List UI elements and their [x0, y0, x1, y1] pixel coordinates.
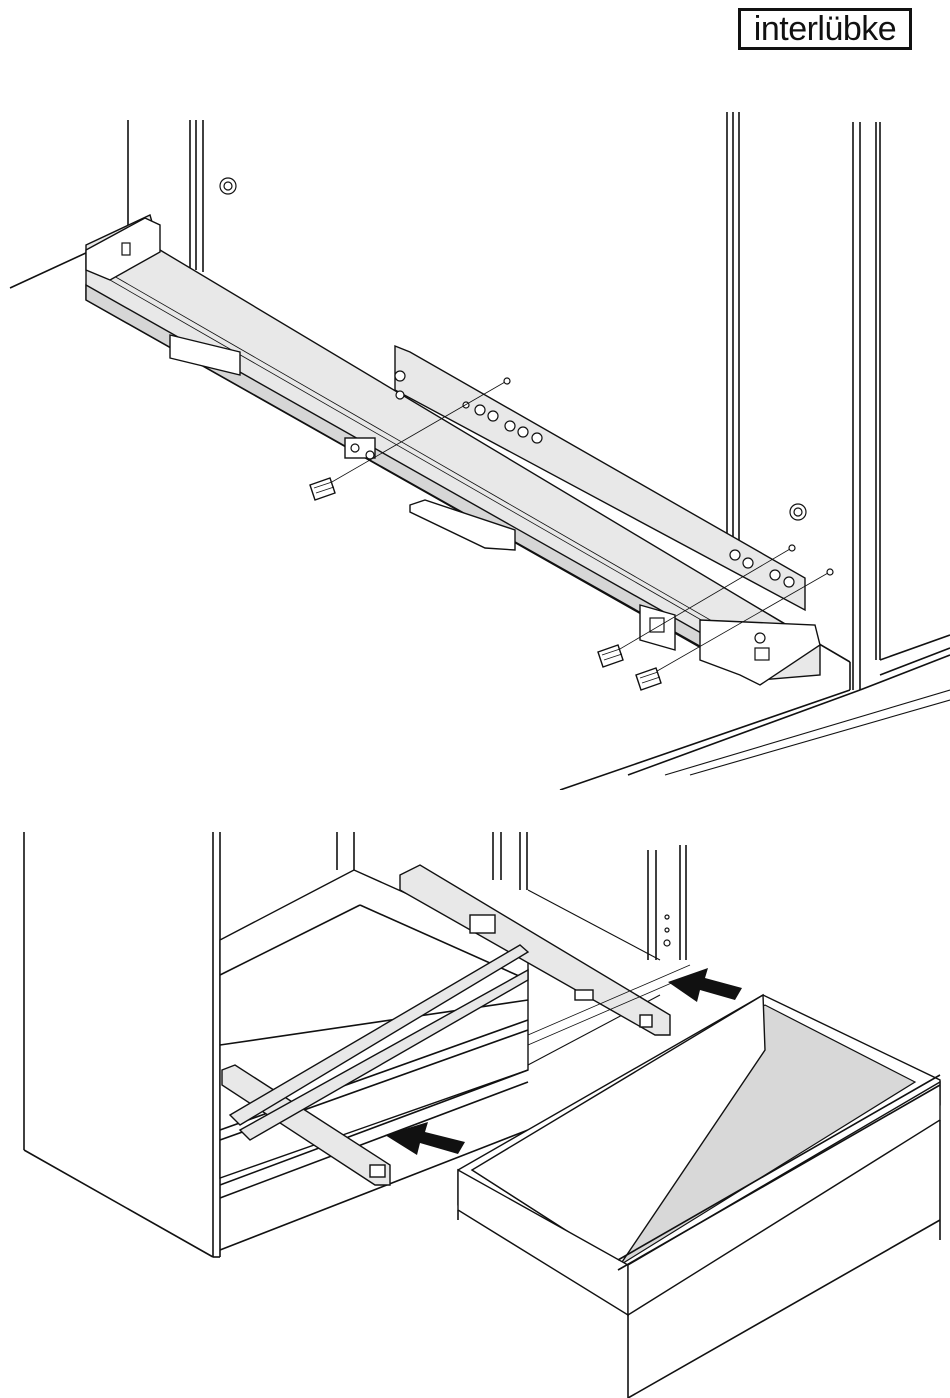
screw-1 [310, 478, 335, 500]
figure-2-drawer-insertion [0, 820, 950, 1398]
brand-logo: interlübke [738, 8, 912, 50]
screw-2 [598, 645, 623, 667]
insert-arrow-icon-lower [385, 1122, 465, 1155]
drawer-box [458, 995, 940, 1398]
screw-3 [636, 668, 661, 690]
insert-arrow-icon-upper [668, 968, 742, 1002]
drawer-runner [86, 215, 820, 685]
figure-1-runner-mounting [0, 100, 950, 790]
